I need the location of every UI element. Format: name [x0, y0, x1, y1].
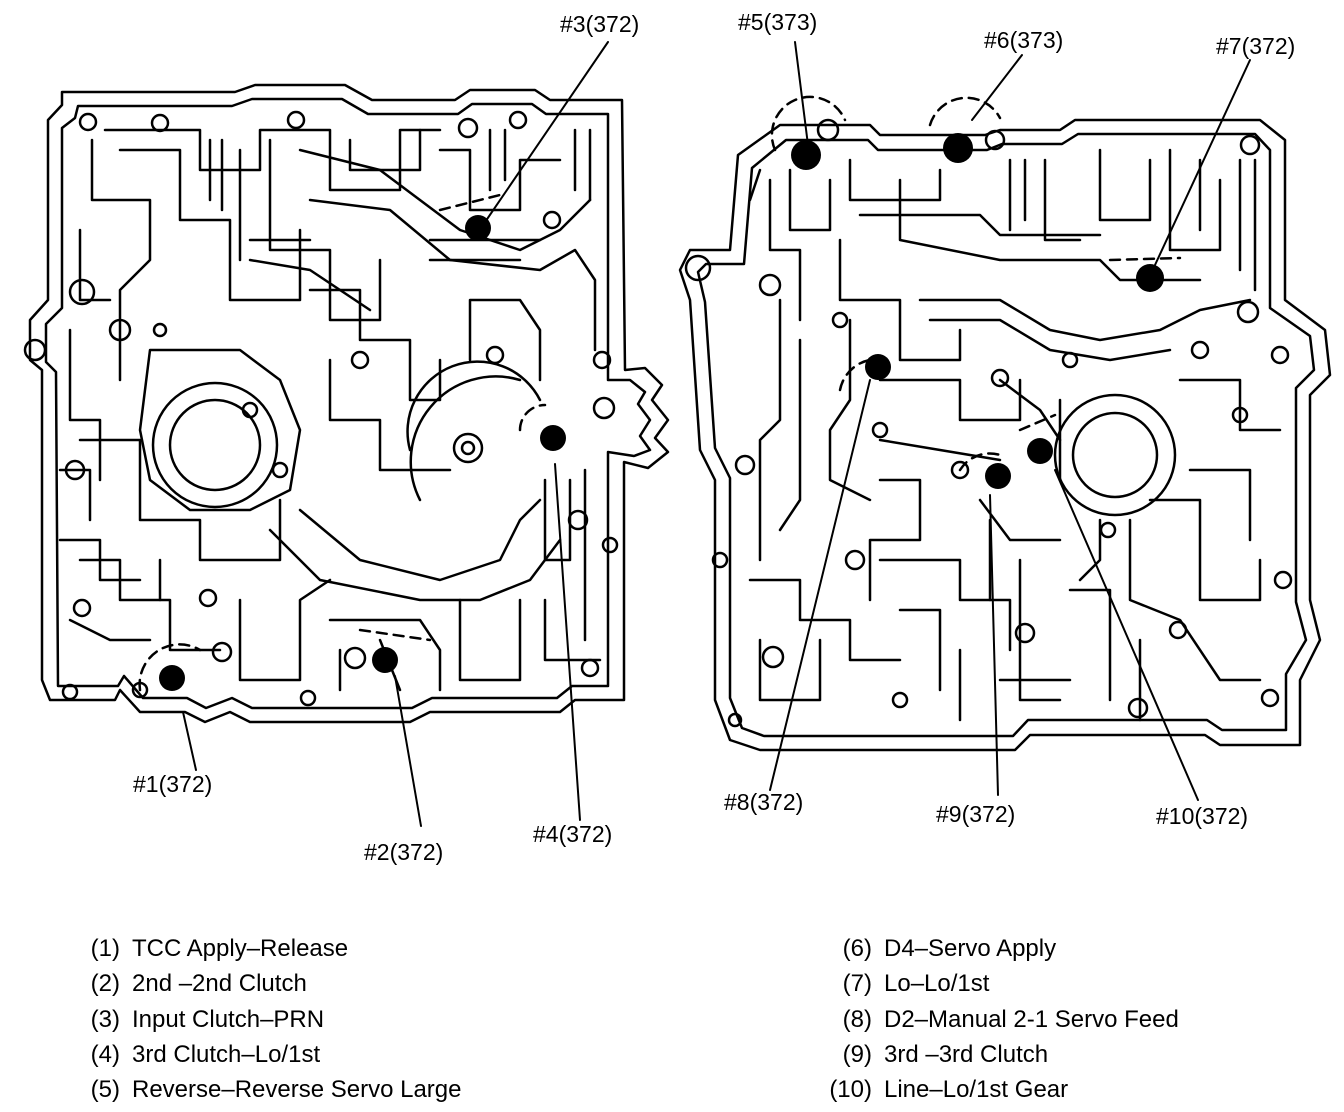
- callout-2: #2(372): [364, 839, 443, 865]
- legend-number: (7): [842, 970, 872, 997]
- check-ball-10: [1027, 438, 1053, 464]
- callout-10: #10(372): [1156, 803, 1248, 829]
- leader-8: [769, 379, 871, 791]
- legend-number: (9): [842, 1041, 872, 1068]
- check-ball-6: [943, 133, 973, 163]
- callout-1: #1(372): [133, 771, 212, 797]
- legend-number: (5): [90, 1076, 120, 1103]
- callout-labels: #1(372) #2(372) #3(372) #4(372) #5(373) …: [133, 9, 1295, 865]
- right-valve-plate: [678, 95, 1332, 752]
- legend-item: (2) 2nd –2nd Clutch: [70, 970, 307, 998]
- legend-item: (4) 3rd Clutch–Lo/1st: [70, 1041, 320, 1069]
- legend-number: (3): [90, 1006, 120, 1033]
- check-ball-1: [159, 665, 185, 691]
- legend-label: Lo–Lo/1st: [884, 970, 990, 997]
- legend-number: (6): [842, 935, 872, 962]
- leader-7: [1154, 59, 1251, 266]
- legend-label: Line–Lo/1st Gear: [884, 1076, 1069, 1103]
- legend-number: (10): [829, 1076, 872, 1103]
- leader-10: [1054, 469, 1199, 801]
- left-valve-plate: [23, 83, 670, 724]
- legend-number: (1): [90, 935, 120, 962]
- check-ball-5: [791, 140, 821, 170]
- legend-label: 3rd –3rd Clutch: [884, 1041, 1049, 1068]
- check-ball-7: [1136, 264, 1164, 292]
- leader-4: [554, 463, 581, 821]
- legend-label: D4–Servo Apply: [884, 935, 1057, 962]
- legend-item: (1) TCC Apply–Release: [70, 935, 348, 963]
- leader-9: [989, 494, 999, 796]
- legend-item: (10) Line–Lo/1st Gear: [822, 1076, 1068, 1104]
- legend-label: D2–Manual 2-1 Servo Feed: [884, 1006, 1179, 1033]
- callout-leaders: [182, 41, 1251, 827]
- legend-number: (4): [90, 1041, 120, 1068]
- leader-2: [394, 675, 422, 827]
- callout-3: #3(372): [560, 11, 639, 37]
- legend-item: (9) 3rd –3rd Clutch: [822, 1041, 1048, 1069]
- legend-label: 3rd Clutch–Lo/1st: [132, 1041, 321, 1068]
- callout-9: #9(372): [936, 801, 1015, 827]
- legend-item: (6) D4–Servo Apply: [822, 935, 1056, 963]
- check-ball-3: [465, 215, 491, 241]
- legend-item: (7) Lo–Lo/1st: [822, 970, 990, 998]
- check-ball-4: [540, 425, 566, 451]
- leader-5: [794, 41, 809, 146]
- legend-item: (5) Reverse–Reverse Servo Large: [70, 1076, 462, 1104]
- check-ball-9: [985, 463, 1011, 489]
- leader-1: [182, 711, 197, 771]
- legend-label: Input Clutch–PRN: [132, 1006, 325, 1033]
- callout-5: #5(373): [738, 9, 817, 35]
- leader-6: [971, 54, 1023, 121]
- legend-label: TCC Apply–Release: [132, 935, 349, 962]
- legend-label: 2nd –2nd Clutch: [132, 970, 307, 997]
- legend-number: (8): [842, 1006, 872, 1033]
- legend-label: Reverse–Reverse Servo Large: [132, 1076, 462, 1103]
- legend-item: (3) Input Clutch–PRN: [70, 1006, 324, 1034]
- callout-8: #8(372): [724, 789, 803, 815]
- legend-item: (8) D2–Manual 2-1 Servo Feed: [822, 1006, 1179, 1034]
- check-ball-2: [372, 647, 398, 673]
- callout-4: #4(372): [533, 821, 612, 847]
- leader-3: [480, 41, 609, 229]
- callout-7: #7(372): [1216, 33, 1295, 59]
- check-balls: [159, 133, 1164, 691]
- callout-6: #6(373): [984, 27, 1063, 53]
- check-ball-8: [865, 354, 891, 380]
- legend-number: (2): [90, 970, 120, 997]
